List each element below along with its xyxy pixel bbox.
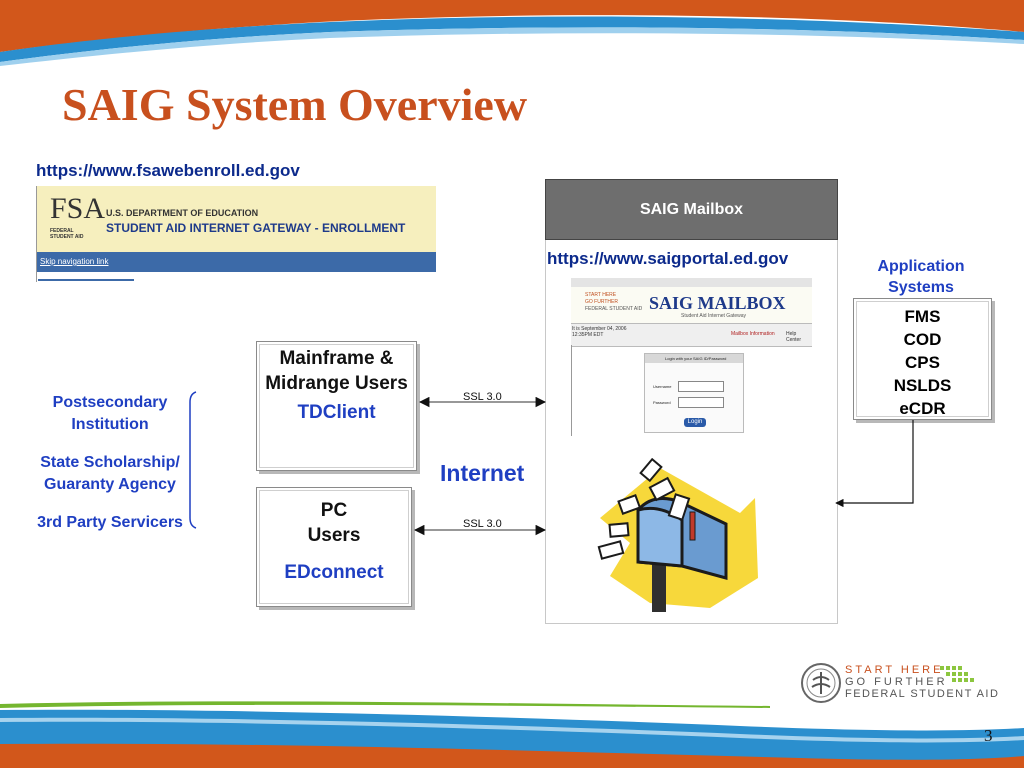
login-form: Login with your SAIG ID/Password Usernam…	[644, 353, 744, 433]
username-label: Username	[653, 384, 672, 389]
shot-brand-3: FEDERAL STUDENT AID	[585, 306, 643, 312]
system-item: FMS	[904, 307, 941, 326]
institution-state-scholarship: State Scholarship/ Guaranty Agency	[40, 454, 180, 493]
mainframe-users-label: Mainframe & Midrange Users	[265, 348, 408, 394]
mailbox-screenshot: START HERE GO FURTHER FEDERAL STUDENT AI…	[571, 278, 812, 436]
system-item: COD	[903, 330, 942, 349]
internet-label: Internet	[440, 460, 525, 486]
page-number: 3	[984, 726, 993, 745]
seal-icon	[801, 663, 841, 703]
shot-sub: Student Aid Internet Gateway	[681, 313, 747, 319]
page-title: SAIG System Overview	[62, 79, 528, 130]
enrollment-screenshot: FSA FEDERAL STUDENT AID U.S. DEPARTMENT …	[36, 186, 436, 282]
dept-text: U.S. DEPARTMENT OF EDUCATION	[106, 208, 259, 218]
edconnect-label: EDconnect	[284, 562, 384, 583]
mainframe-users-box: Mainframe & Midrange Users TDClient	[256, 341, 417, 471]
pc-users-box: PC Users EDconnect	[256, 487, 412, 607]
password-input[interactable]	[678, 397, 724, 408]
username-input[interactable]	[678, 381, 724, 392]
users-label: Users	[307, 525, 361, 546]
fsa-logo-sub: FEDERAL STUDENT AID	[50, 228, 84, 240]
shot-title: SAIG MAILBOX	[649, 293, 786, 313]
gateway-text: STUDENT AID INTERNET GATEWAY - ENROLLMEN…	[106, 221, 406, 235]
institution-postsecondary: Postsecondary Institution	[52, 394, 168, 433]
skip-navigation-link[interactable]: Skip navigation link	[40, 257, 109, 266]
footer-brand-3: FEDERAL STUDENT AID	[845, 688, 1000, 700]
mailbox-clipart-icon	[597, 458, 758, 612]
tdclient-label: TDClient	[297, 402, 376, 423]
fsa-logo-text: FSA	[50, 192, 106, 225]
shot-nav-2[interactable]: Help Center	[786, 331, 802, 343]
footer-dots-icon	[940, 666, 974, 682]
bottom-banner	[0, 701, 1024, 768]
system-item: CPS	[905, 353, 940, 372]
top-banner	[0, 0, 1024, 70]
shot-brand-1: START HERE	[585, 292, 617, 298]
shot-nav-1[interactable]: Mailbox Information	[731, 331, 775, 337]
mailbox-header: SAIG Mailbox	[545, 179, 838, 240]
mailbox-header-label: SAIG Mailbox	[639, 201, 744, 218]
application-systems-label: Application Systems	[877, 258, 965, 296]
login-button[interactable]: Login	[684, 418, 706, 427]
footer-brand-2: GO FURTHER	[845, 676, 948, 688]
pc-label: PC	[320, 500, 348, 521]
login-title: Login with your SAIG ID/Password	[665, 356, 727, 361]
enrollment-url[interactable]: https://www.fsawebenroll.ed.gov	[36, 161, 300, 180]
saigportal-url[interactable]: https://www.saigportal.ed.gov	[547, 249, 789, 268]
application-systems-box: FMS COD CPS NSLDS eCDR	[853, 298, 992, 420]
shot-date: It is September 04, 2006 12:35PM EDT	[572, 326, 627, 338]
institution-third-party: 3rd Party Servicers	[37, 514, 183, 531]
footer-brand-1: START HERE	[845, 664, 944, 676]
password-label: Password	[653, 400, 671, 405]
system-item: eCDR	[899, 399, 946, 418]
shot-brand-2: GO FURTHER	[585, 299, 618, 305]
system-item: NSLDS	[893, 376, 952, 395]
